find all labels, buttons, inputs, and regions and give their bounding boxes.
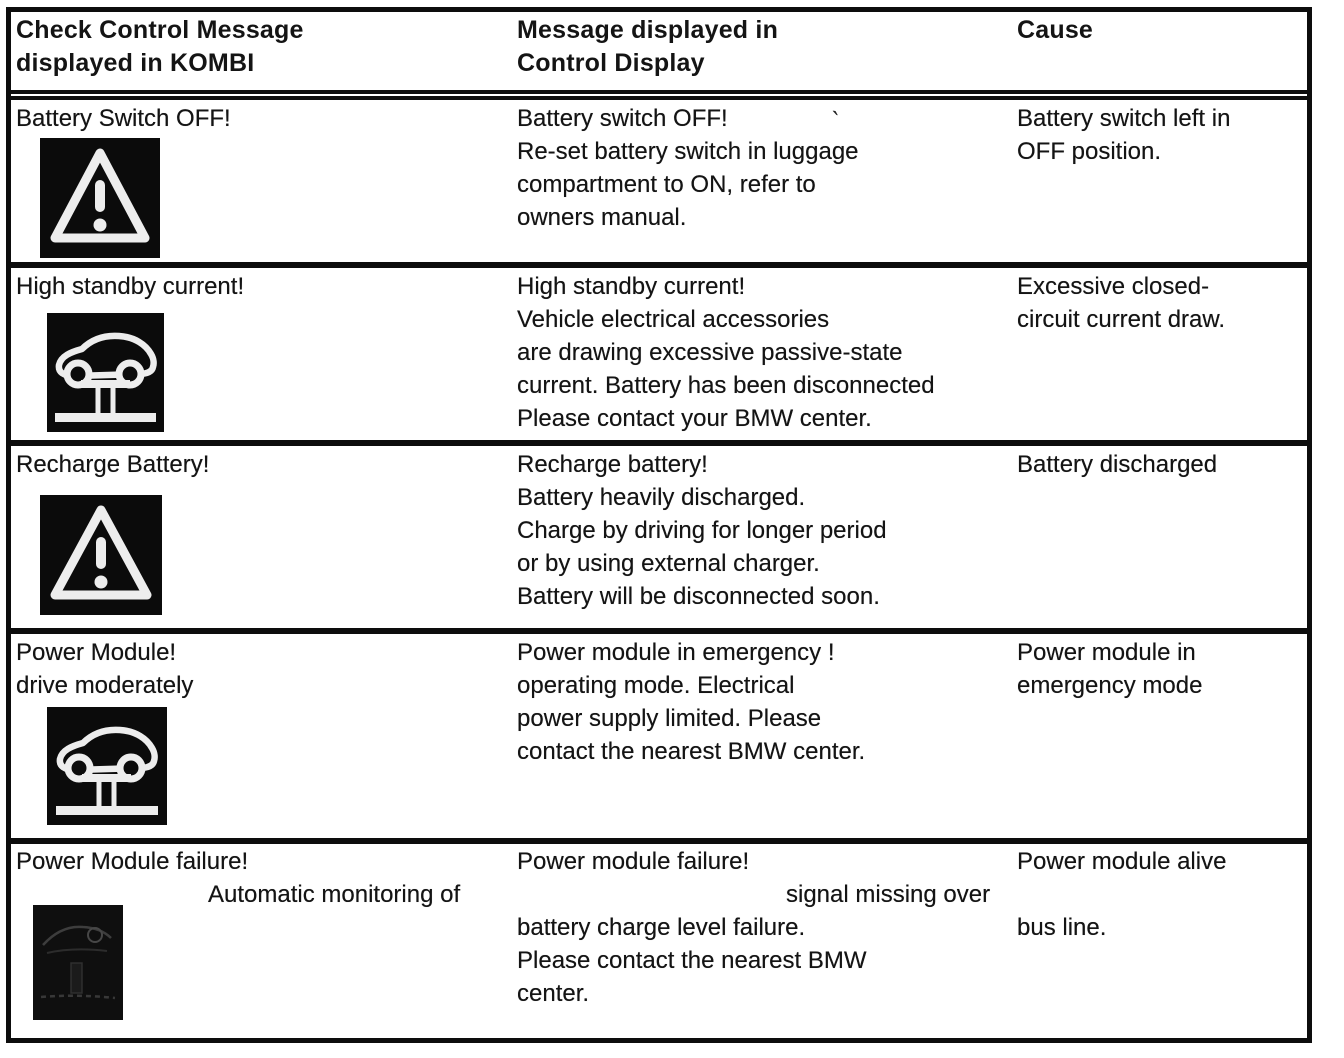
cause-text: Excessive closed- circuit current draw. [1017,273,1226,333]
table-row-power-module: Power Module! drive moderately Power mod… [11,634,1307,844]
car-on-lift-icon [47,707,167,825]
check-control-table: Check Control Message displayed in KOMBI… [6,7,1312,1043]
misaligned-scan-line-left: Automatic monitoring of [208,881,461,908]
table-row-battery-switch-off: Battery Switch OFF! Battery switch OFF! … [11,100,1307,268]
header-cause-column: Cause [1017,16,1094,44]
table-header-row: Check Control Message displayed in KOMBI… [11,12,1307,94]
warning-triangle-icon [40,495,162,615]
cause-text-rest: bus line. [1017,914,1107,941]
table-row-high-standby-current: High standby current! High standby curre… [11,268,1307,446]
header-kombi-column: Check Control Message displayed in KOMBI [16,16,304,77]
kombi-message: Power Module failure! [16,848,249,875]
table-row-power-module-failure: Power Module failure! Power module failu… [11,844,1307,1038]
header-double-rule [11,96,1307,100]
display-message-line1: Power module failure! [517,848,750,875]
kombi-message: Power Module! drive moderately [16,639,194,699]
display-message: Battery switch OFF! Re-set battery switc… [517,105,859,231]
display-message: Recharge battery! Battery heavily discha… [517,451,887,610]
cause-text: Power module in emergency mode [1017,639,1203,699]
kombi-message: High standby current! [16,273,245,300]
header-display-column: Message displayed in Control Display [517,16,779,77]
table-row-recharge-battery: Recharge Battery! Recharge battery! Batt… [11,446,1307,634]
warning-triangle-icon [40,138,160,258]
faint-car-lift-icon [33,905,123,1020]
cause-text: Battery discharged [1017,451,1218,478]
display-message-rest: battery charge level failure. Please con… [517,914,867,1007]
kombi-message: Battery Switch OFF! [16,105,231,132]
kombi-message: Recharge Battery! [16,451,210,478]
cause-text: Battery switch left in OFF position. [1017,105,1231,165]
display-message: High standby current! Vehicle electrical… [517,273,935,432]
car-on-lift-icon [47,313,164,432]
cause-text-line1: Power module alive [1017,848,1227,875]
display-message: Power module in emergency ! operating mo… [517,639,866,765]
misaligned-scan-line-right: signal missing over [786,881,991,908]
